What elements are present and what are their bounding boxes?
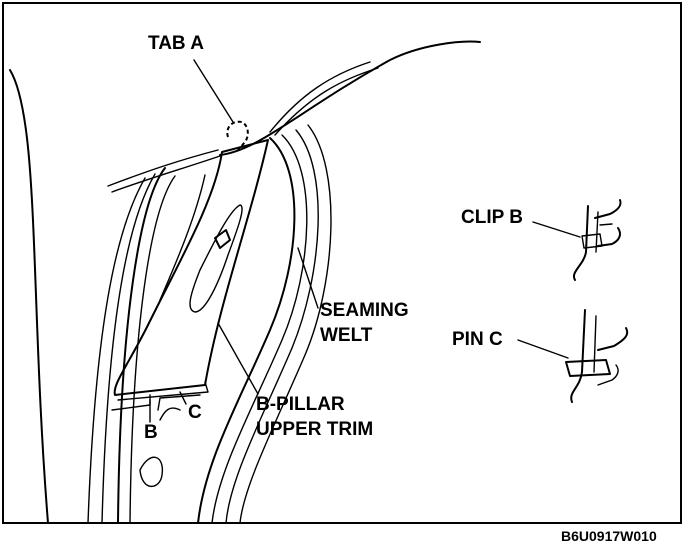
label-b-pillar-2: UPPER TRIM [256, 419, 373, 440]
label-marker-b: B [144, 422, 158, 443]
label-tab-a: TAB A [148, 33, 204, 54]
trim-button [214, 229, 231, 249]
lower-hole [139, 456, 164, 488]
figure-frame [2, 2, 682, 524]
b-pillar-trim [111, 139, 269, 488]
door-frame [9, 69, 221, 524]
leader-lines [149, 59, 581, 423]
label-clip-b: CLIP B [461, 207, 523, 228]
label-b-pillar-1: B-PILLAR [256, 394, 345, 415]
label-marker-c: C [188, 402, 202, 423]
pillar-outline [197, 40, 481, 524]
label-pin-c: PIN C [452, 329, 503, 350]
tab-a-outline [226, 120, 249, 151]
label-seaming-welt-1: SEAMING [320, 300, 409, 321]
label-seaming-welt-2: WELT [320, 325, 373, 346]
clip-b-detail [572, 199, 622, 281]
pin-c-detail [565, 309, 629, 403]
figure-code: B6U0917W010 [561, 528, 657, 544]
trim-window-slot [189, 204, 243, 313]
